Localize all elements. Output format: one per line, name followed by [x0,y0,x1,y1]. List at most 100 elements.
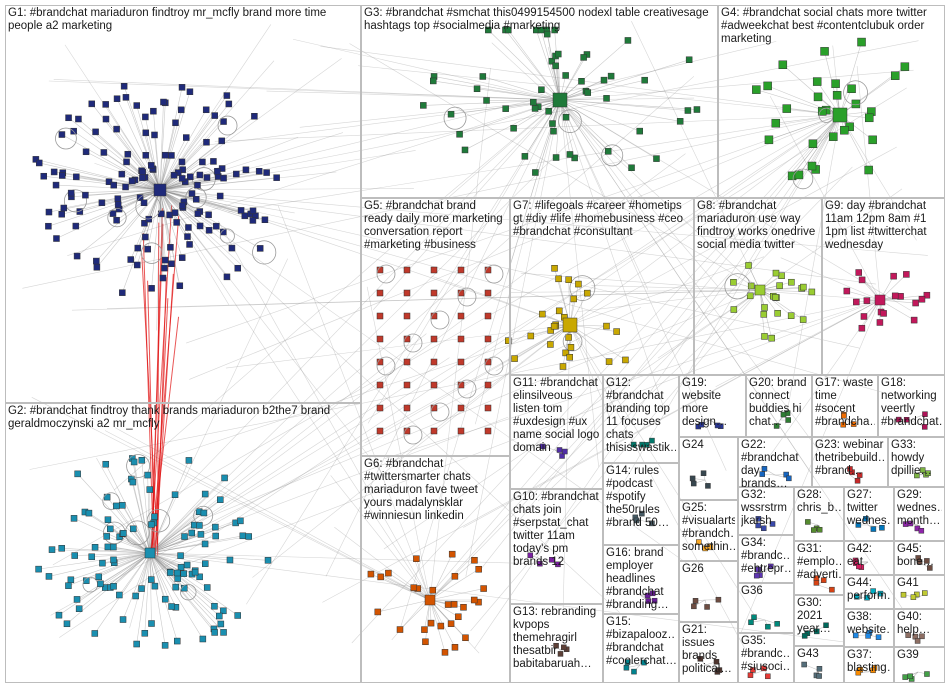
vertex[interactable] [761,665,767,672]
vertex[interactable] [178,254,186,261]
vertex[interactable] [196,171,204,179]
vertex[interactable] [263,169,270,176]
vertex[interactable] [216,612,223,620]
vertex[interactable] [457,427,465,435]
vertex[interactable] [820,577,827,583]
vertex[interactable] [186,88,194,95]
vertex[interactable] [692,598,699,604]
vertex[interactable] [194,182,201,189]
vertex[interactable] [521,153,529,160]
vertex[interactable] [479,73,487,80]
vertex[interactable] [537,560,543,567]
hub-vertex[interactable] [832,107,848,123]
vertex[interactable] [139,174,146,182]
vertex[interactable] [531,105,539,112]
vertex[interactable] [484,312,492,320]
vertex[interactable] [636,127,643,135]
vertex[interactable] [685,56,693,63]
vertex[interactable] [684,107,692,114]
vertex[interactable] [93,257,100,265]
vertex[interactable] [178,158,186,166]
vertex[interactable] [527,332,535,340]
vertex[interactable] [140,199,148,206]
vertex[interactable] [584,289,591,297]
vertex[interactable] [109,210,117,217]
vertex[interactable] [225,100,233,108]
vertex[interactable] [705,483,711,489]
vertex[interactable] [220,118,227,125]
vertex[interactable] [653,155,660,162]
group-panel-g11[interactable]: G11: #brandchat elinsilveous listen tom … [510,375,603,489]
vertex[interactable] [376,427,384,435]
vertex[interactable] [150,107,157,115]
vertex[interactable] [562,349,569,357]
group-panel-g24[interactable]: G24 [679,437,738,500]
vertex[interactable] [761,304,768,311]
vertex[interactable] [421,626,428,633]
vertex[interactable] [730,279,737,286]
vertex[interactable] [613,328,620,335]
vertex[interactable] [220,174,227,182]
vertex[interactable] [396,626,404,633]
vertex[interactable] [925,470,931,476]
vertex[interactable] [622,356,629,364]
vertex[interactable] [565,334,572,341]
vertex[interactable] [376,312,384,320]
vertex[interactable] [510,124,517,132]
group-panel-g5[interactable]: G5: #brandchat brand ready daily more ma… [361,198,510,456]
vertex[interactable] [856,472,863,478]
vertex[interactable] [922,411,928,417]
vertex[interactable] [133,261,141,269]
vertex[interactable] [697,656,704,662]
vertex[interactable] [919,633,925,640]
vertex[interactable] [696,539,702,545]
vertex[interactable] [760,311,768,318]
vertex[interactable] [864,165,873,175]
vertex[interactable] [142,152,150,159]
vertex[interactable] [104,516,112,523]
vertex[interactable] [98,199,106,206]
vertex[interactable] [858,324,866,332]
vertex[interactable] [116,591,123,599]
vertex[interactable] [48,546,56,553]
vertex[interactable] [430,381,438,389]
vertex[interactable] [196,573,203,581]
vertex[interactable] [484,335,492,343]
vertex[interactable] [460,604,467,611]
vertex[interactable] [905,632,911,638]
vertex[interactable] [410,584,418,591]
vertex[interactable] [179,202,186,210]
vertex[interactable] [480,585,487,592]
vertex[interactable] [876,319,884,326]
vertex[interactable] [133,102,140,109]
vertex[interactable] [761,466,768,472]
vertex[interactable] [35,159,43,167]
vertex[interactable] [127,256,134,263]
vertex[interactable] [840,421,846,428]
vertex[interactable] [799,316,807,323]
group-panel-g9[interactable]: G9: day #brandchat 11am 12pm 8am #1 1pm … [822,198,945,375]
vertex[interactable] [748,619,754,626]
vertex[interactable] [75,115,82,123]
vertex[interactable] [484,427,492,435]
vertex[interactable] [273,174,280,181]
vertex[interactable] [376,381,384,389]
vertex[interactable] [877,590,884,597]
vertex[interactable] [183,134,190,141]
vertex[interactable] [765,673,771,680]
vertex[interactable] [35,565,42,573]
vertex[interactable] [141,219,148,227]
group-panel-g19[interactable]: G19: website more design… [679,375,746,437]
vertex[interactable] [774,310,781,317]
vertex[interactable] [698,421,705,428]
vertex[interactable] [97,580,104,588]
group-panel-g30[interactable]: G30: 2021 year… [794,595,844,646]
vertex[interactable] [186,241,193,248]
vertex[interactable] [891,292,899,300]
vertex[interactable] [120,82,128,90]
vertex[interactable] [780,411,787,418]
vertex[interactable] [832,91,842,100]
vertex[interactable] [924,671,930,677]
vertex[interactable] [123,158,130,166]
vertex[interactable] [538,86,545,93]
